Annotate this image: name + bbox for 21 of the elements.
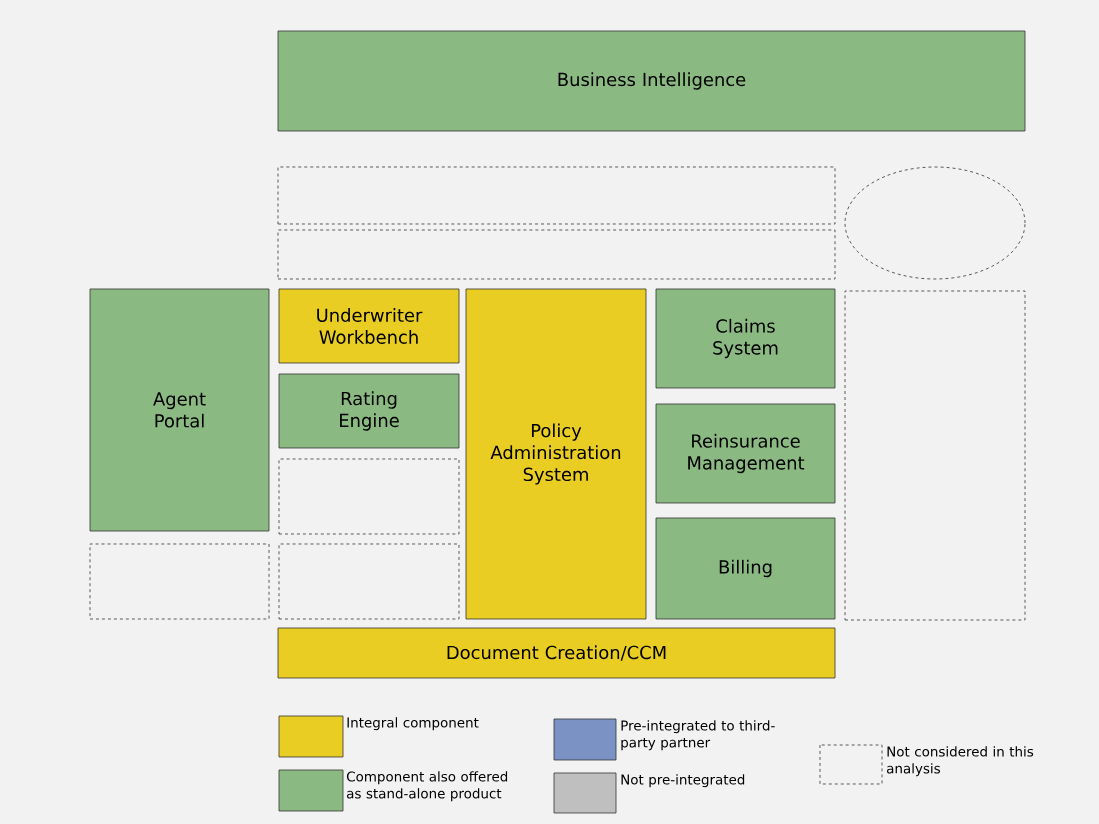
dashed-box	[278, 458, 460, 535]
dashed-box	[277, 166, 836, 225]
component-box: Underwriter Workbench	[278, 288, 460, 364]
component-box: Policy Administration System	[465, 288, 647, 620]
legend-label: Not pre-integrated	[621, 774, 745, 788]
component-box: Reinsurance Management	[655, 403, 836, 504]
dashed-ellipse	[844, 166, 1026, 280]
dashed-box	[277, 229, 836, 280]
component-box: Rating Engine	[278, 373, 460, 449]
legend-label: Pre-integrated to third-party partner	[621, 720, 775, 751]
dashed-box	[89, 543, 270, 620]
component-box: Agent Portal	[89, 288, 270, 532]
dashed-box	[844, 290, 1026, 621]
dashed-box	[278, 543, 460, 620]
legend-label: Component also offered as stand-alone product	[346, 771, 508, 802]
component-box: Billing	[655, 517, 836, 620]
component-box: Claims System	[655, 288, 836, 389]
legend-label: Not considered in this analysis	[887, 746, 1034, 777]
legend-label: Integral component	[347, 717, 479, 731]
component-box: Document Creation/CCM	[277, 627, 836, 679]
component-box: Business Intelligence	[277, 30, 1026, 132]
